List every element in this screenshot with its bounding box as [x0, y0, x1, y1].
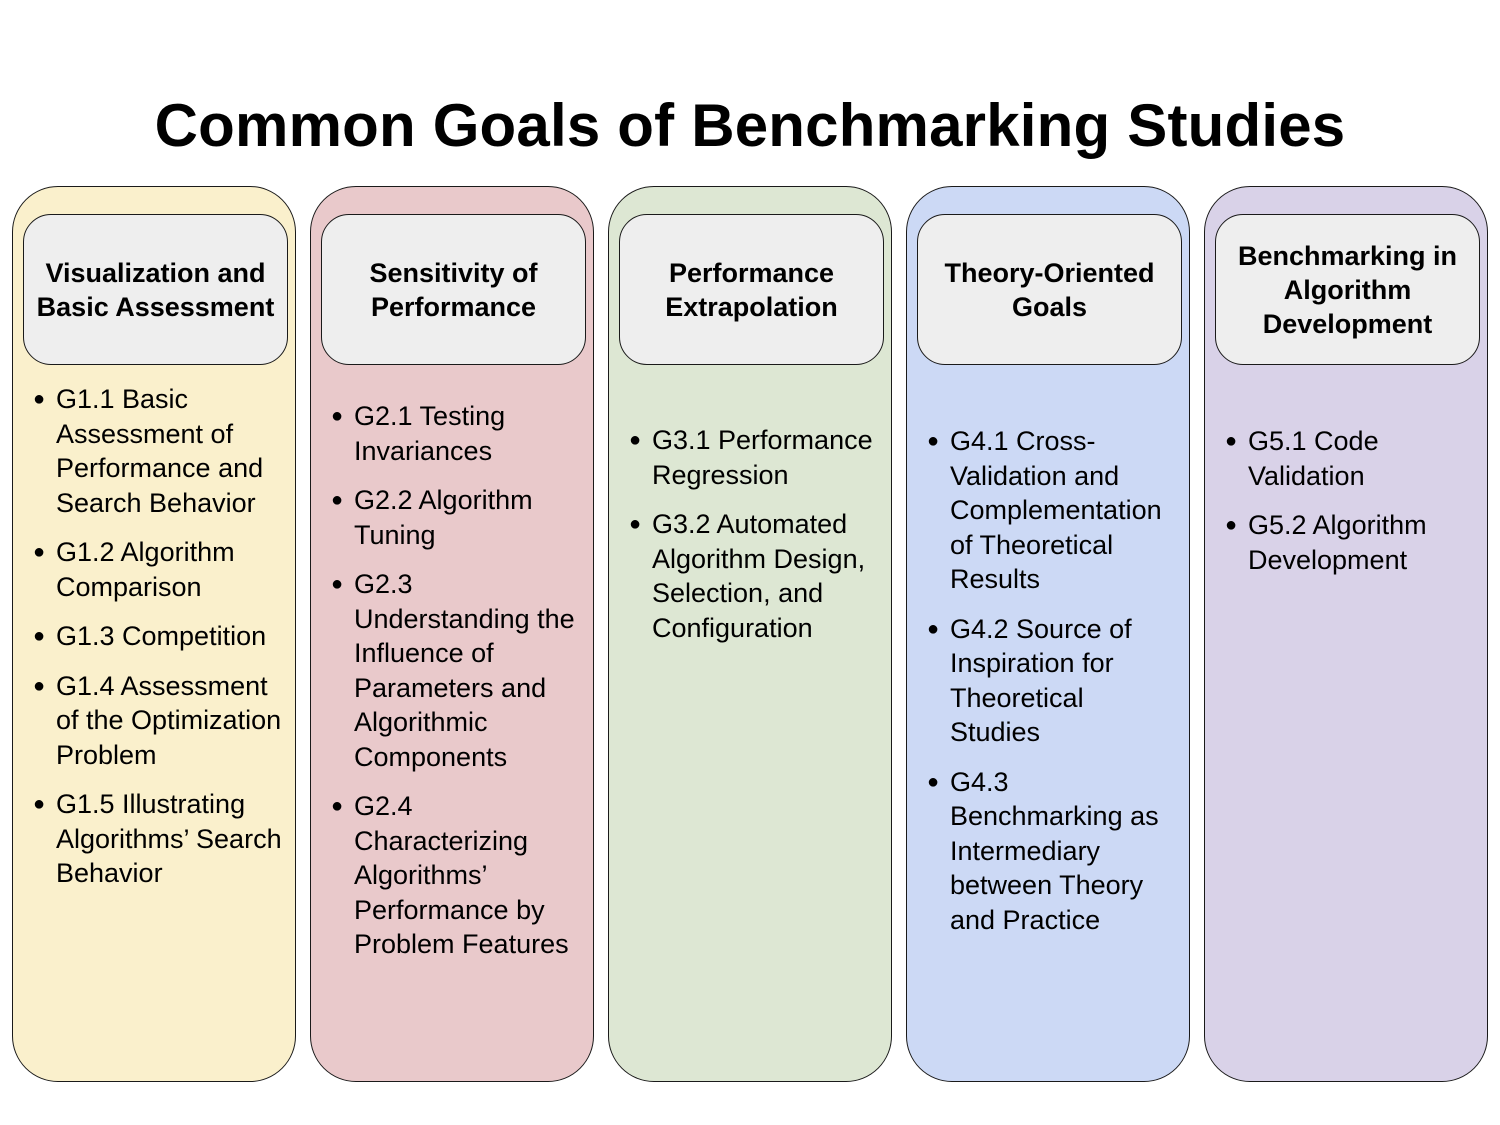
column-extrapolation: Performance Extrapolation ●G3.1 Performa…	[608, 186, 892, 1082]
column-header-label: Theory-Oriented Goals	[944, 257, 1155, 322]
goal-item: ●G1.5 Illustrating Algorithms’ Search Be…	[33, 789, 282, 888]
goal-item: ●G1.3 Competition	[33, 619, 287, 654]
bullet-icon: ●	[629, 513, 642, 535]
goal-item: ●G2.3 Understanding the Influence of Par…	[331, 569, 575, 772]
bullet-icon: ●	[927, 430, 940, 452]
goal-item: ●G3.2 Automated Algorithm Design, Select…	[629, 509, 866, 643]
column-header: Sensitivity of Performance	[321, 214, 586, 365]
column-algorithm-development: Benchmarking in Algorithm Development ●G…	[1204, 186, 1488, 1082]
bullet-icon: ●	[1225, 430, 1238, 452]
goal-item: ●G1.4 Assessment of the Optimization Pro…	[33, 670, 282, 770]
bullet-icon: ●	[33, 388, 46, 410]
goal-item: ●G4.1 Cross-Validation and Complementati…	[927, 426, 1162, 594]
goal-item: ●G1.1 Basic Assessment of Performance an…	[33, 384, 264, 518]
diagram-title: Common Goals of Benchmarking Studies	[154, 92, 1346, 159]
bullet-icon: ●	[331, 405, 344, 427]
bullet-icon: ●	[33, 674, 46, 697]
bullet-icon: ●	[331, 795, 344, 817]
column-header: Performance Extrapolation	[619, 214, 884, 365]
goal-item: ●G2.2 Algorithm Tuning	[331, 485, 533, 550]
column-header-label: Benchmarking in Algorithm Development	[1237, 240, 1458, 339]
column-header-label: Visualization and Basic Assessment	[36, 257, 275, 322]
bullet-icon: ●	[331, 489, 344, 511]
goal-list: ●G3.1 Performance Regression ●G3.2 Autom…	[629, 423, 883, 660]
bullet-icon: ●	[33, 625, 46, 647]
goal-item: ●G3.1 Performance Regression	[629, 425, 873, 490]
goal-item: ●G4.3 Benchmarking as Intermediary betwe…	[927, 766, 1159, 935]
goal-list: ●G2.1 Testing Invariances ●G2.2 Algorith…	[331, 399, 585, 977]
column-theory: Theory-Oriented Goals ●G4.1 Cross-Valida…	[906, 186, 1190, 1082]
goal-item: ●G5.1 Code Validation	[1225, 426, 1379, 491]
column-header: Theory-Oriented Goals	[917, 214, 1182, 365]
bullet-icon: ●	[927, 617, 940, 640]
bullet-icon: ●	[1225, 514, 1238, 536]
goal-list: ●G5.1 Code Validation ●G5.2 Algorithm De…	[1225, 424, 1479, 592]
bullet-icon: ●	[331, 573, 344, 595]
column-header: Benchmarking in Algorithm Development	[1215, 214, 1480, 365]
column-sensitivity: Sensitivity of Performance ●G2.1 Testing…	[310, 186, 594, 1082]
bullet-icon: ●	[927, 770, 940, 793]
goal-item: ●G2.1 Testing Invariances	[331, 401, 506, 466]
bullet-icon: ●	[33, 541, 46, 563]
goal-item: ●G4.2 Source of Inspiration for Theoreti…	[927, 613, 1132, 748]
column-header-label: Sensitivity of Performance	[369, 257, 538, 322]
column-header-label: Performance Extrapolation	[665, 257, 838, 322]
goal-item: ●G2.4 Characterizing Algorithms’ Perform…	[331, 791, 569, 959]
bullet-icon: ●	[33, 793, 46, 815]
goal-list: ●G4.1 Cross-Validation and Complementati…	[927, 424, 1181, 952]
goal-list: ●G1.1 Basic Assessment of Performance an…	[33, 382, 287, 906]
column-visualization: Visualization and Basic Assessment ●G1.1…	[12, 186, 296, 1082]
column-header: Visualization and Basic Assessment	[23, 214, 288, 365]
goal-item: ●G1.2 Algorithm Comparison	[33, 537, 235, 602]
bullet-icon: ●	[629, 429, 642, 451]
goal-item: ●G5.2 Algorithm Development	[1225, 510, 1427, 575]
